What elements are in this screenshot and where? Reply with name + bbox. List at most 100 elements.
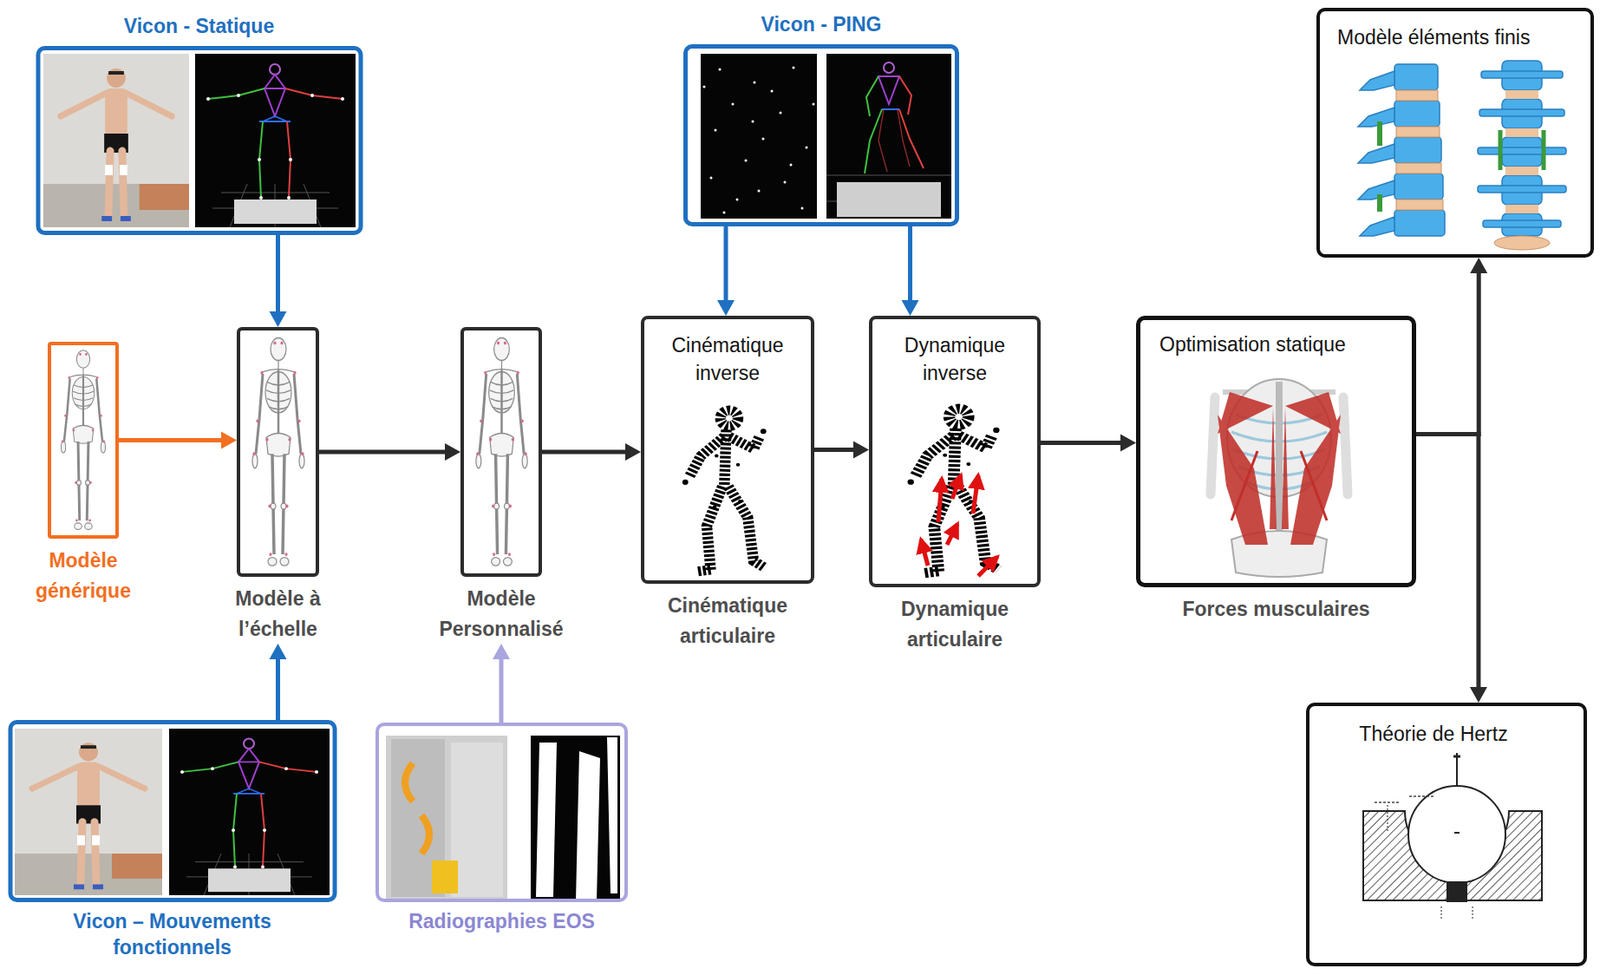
finite-element-spine — [1358, 60, 1567, 250]
box-outline: Modèle éléments finis — [1316, 7, 1594, 258]
hertz-contact-sketch — [1454, 831, 1460, 834]
box-heading: Vicon - PING — [761, 13, 882, 38]
muscle-model — [1281, 407, 1289, 529]
finite-element-spine — [1358, 64, 1445, 236]
marker-cloud — [783, 181, 787, 184]
eos-imaging — [385, 735, 621, 901]
arrow-head — [269, 643, 288, 660]
finite-element-spine — [1394, 209, 1445, 236]
imaging-box: Radiographies EOS — [372, 722, 633, 935]
box-title: Modèle éléments finis — [1319, 11, 1591, 52]
marker-cloud — [710, 176, 713, 180]
box-outline — [460, 326, 543, 577]
finite-element-spine — [1394, 173, 1444, 200]
marker-cloud — [714, 129, 718, 132]
finite-element-spine — [1377, 121, 1383, 146]
connector-line — [724, 226, 729, 304]
finite-element-spine — [1505, 90, 1539, 99]
arrow-head — [444, 443, 461, 461]
box-outline — [35, 45, 363, 236]
capture-box: Vicon - PING — [683, 13, 960, 227]
marker-cloud — [762, 137, 765, 141]
joint-moment-arrow — [952, 475, 961, 499]
muscle-model — [1217, 391, 1341, 545]
hertz-contact-sketch — [1446, 881, 1468, 902]
joint-moment-arrow — [938, 478, 942, 523]
eos-imaging — [450, 742, 503, 897]
finite-element-spine — [1396, 90, 1438, 101]
model-box: Modèle Personnalisé — [423, 326, 580, 644]
finite-element-spine — [1481, 71, 1563, 79]
connector-arrow — [1416, 257, 1488, 435]
connector-arrow — [319, 443, 461, 461]
box-outline: Théorie de Hertz — [1306, 702, 1587, 967]
process-box: Dynamique inverseDynamique articulaire — [855, 315, 1055, 654]
muscle-model — [1290, 414, 1341, 545]
connector-arrow — [118, 431, 237, 450]
marker-cloud — [731, 103, 735, 106]
muscle-model — [1210, 378, 1348, 577]
marker-cloud — [700, 53, 817, 219]
connector-line — [814, 447, 857, 452]
finite-element-spine — [1505, 166, 1539, 176]
marker-cloud — [790, 163, 793, 167]
marker-cloud — [812, 103, 816, 106]
hertz-contact-sketch — [1456, 752, 1458, 785]
muscle-model — [1217, 414, 1268, 545]
finite-element-spine — [1505, 204, 1539, 214]
box-title: Optimisation statique — [1140, 320, 1412, 359]
point-cloud-figure — [907, 408, 1000, 574]
marker-cloud — [718, 68, 722, 72]
box-label: Vicon – Mouvements fonctionnels — [42, 908, 303, 961]
connector-line — [1416, 269, 1479, 434]
connector-line — [319, 450, 449, 455]
eos-imaging — [431, 860, 458, 894]
arrow-head — [717, 300, 735, 316]
hertz-contact-sketch — [1363, 752, 1542, 920]
finite-element-spine — [1482, 220, 1561, 228]
finite-element-spine — [1377, 194, 1383, 212]
muscle-model — [1231, 450, 1327, 521]
joint-moment-arrow — [920, 475, 998, 576]
finite-element-spine — [1396, 126, 1440, 138]
arrow-head — [1120, 434, 1137, 452]
connector-line — [118, 437, 225, 443]
marker-cloud — [736, 198, 739, 202]
box-title: Dynamique inverse — [872, 319, 1038, 387]
joint-moment-arrow — [978, 556, 998, 576]
arrow-head — [853, 441, 869, 459]
arrow-head — [625, 443, 641, 461]
marker-cloud — [792, 66, 796, 70]
joint-moment-arrow — [920, 539, 928, 566]
box-title: Cinématique inverse — [644, 319, 811, 387]
finite-element-spine — [1505, 128, 1539, 138]
box-outline: Dynamique inverse — [868, 315, 1041, 588]
marker-cloud — [757, 189, 761, 193]
marker-cloud — [703, 85, 706, 89]
box-label: Modèle générique — [18, 545, 149, 606]
eos-imaging — [404, 763, 430, 854]
finite-element-spine — [1358, 143, 1395, 164]
finite-element-spine — [1477, 185, 1567, 193]
capture-photo — [43, 53, 190, 228]
finite-element-spine — [1359, 216, 1395, 236]
box-label: Modèle Personnalisé — [423, 583, 580, 644]
capture-photo — [43, 53, 356, 228]
model-box: Théorie de Hertz — [1306, 702, 1587, 967]
eos-imaging — [575, 751, 601, 901]
model-box: Modèle générique — [18, 341, 149, 606]
marker-cloud — [744, 159, 748, 163]
hertz-contact-sketch — [1453, 755, 1461, 758]
marker-cloud — [801, 207, 804, 210]
connector-arrow — [814, 441, 869, 459]
marker-cloud — [805, 146, 809, 150]
box-title: Théorie de Hertz — [1309, 705, 1584, 748]
hertz-contact-sketch — [1387, 804, 1473, 920]
hertz-contact-sketch — [1374, 796, 1436, 803]
joint-moment-arrow — [946, 523, 958, 545]
capture-photo — [195, 53, 356, 228]
marker-cloud — [779, 111, 783, 115]
eos-imaging — [530, 735, 621, 901]
process-box: Cinématique inverseCinématique articulai… — [627, 315, 828, 651]
